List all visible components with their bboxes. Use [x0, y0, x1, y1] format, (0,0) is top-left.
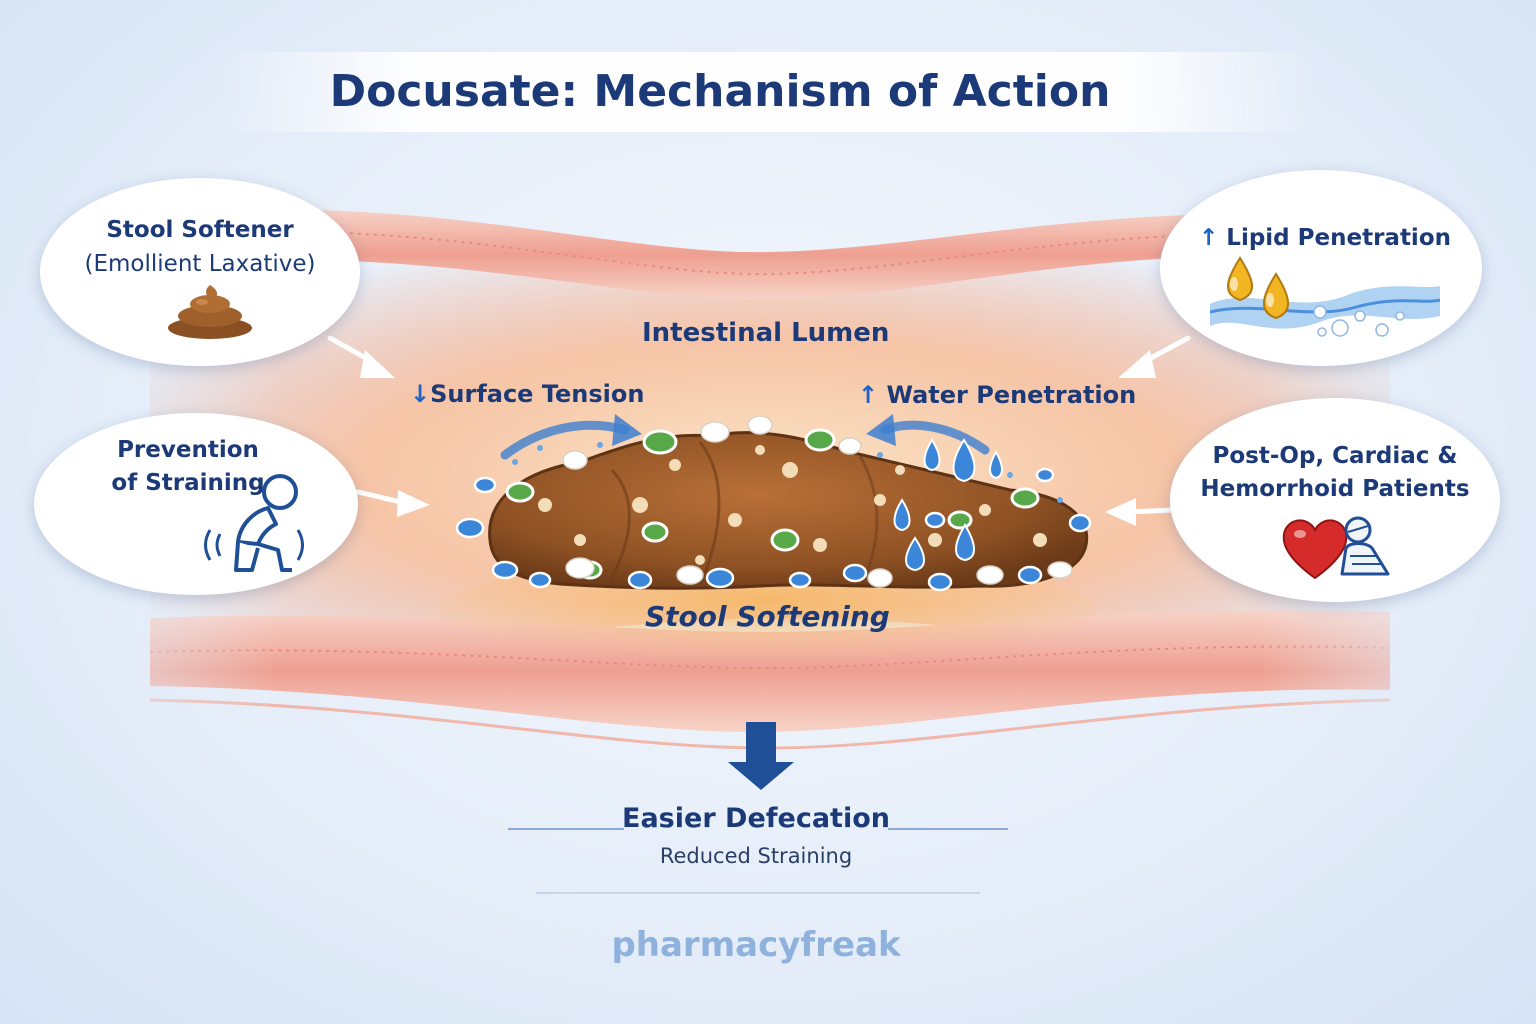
brand-logo: pharmacyfreak [611, 925, 901, 965]
bandage-icon [1340, 516, 1390, 576]
lipid-text: Lipid Penetration [1226, 225, 1451, 251]
water-penetration-label: ↑ Water Penetration [858, 381, 1136, 409]
stool-softener-subtitle: (Emollient Laxative) [84, 251, 316, 277]
down-arrow-icon: ↓ [410, 380, 431, 408]
lipid-title: ↑ Lipid Penetration [1190, 222, 1460, 255]
lipid-up-arrow-icon: ↑ [1199, 225, 1219, 251]
outcome-sub: Reduced Straining [659, 844, 853, 868]
patients-title: Post-Op, Cardiac & [1212, 443, 1458, 469]
surface-tension-text: Surface Tension [430, 380, 645, 408]
patients-bubble [1170, 398, 1500, 602]
oil-drops-icon [1210, 256, 1440, 337]
lumen-label: Intestinal Lumen [642, 318, 890, 348]
poop-icon [168, 285, 252, 339]
stool-softener-title: Stool Softener [106, 217, 294, 243]
straining-person-icon [204, 474, 304, 572]
prevention-title: Prevention [117, 437, 259, 463]
prevention-bubble [34, 413, 358, 595]
surface-tension-label: ↓Surface Tension [410, 380, 644, 408]
water-penetration-text: Water Penetration [886, 381, 1137, 409]
title-band [220, 52, 1316, 132]
outcome-main: Easier Defecation [622, 803, 890, 834]
stool-softening-label: Stool Softening [645, 600, 890, 633]
prevention-subtitle: of Straining [111, 470, 265, 496]
patients-subtitle: Hemorrhoid Patients [1200, 476, 1470, 502]
up-arrow-icon: ↑ [858, 381, 879, 409]
page-title: Docusate: Mechanism of Action [329, 66, 1111, 117]
